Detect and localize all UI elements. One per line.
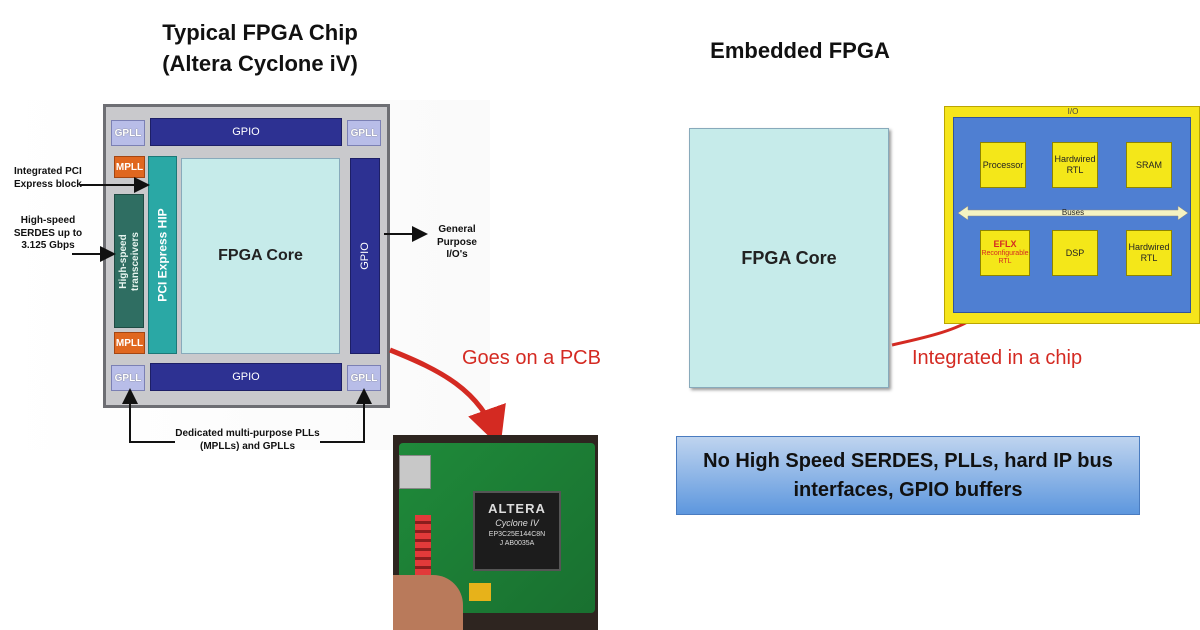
soc-hardwired-rtl-top: Hardwired RTL xyxy=(1052,142,1098,188)
pcb-chip-brand: ALTERA xyxy=(488,501,546,516)
right-title: Embedded FPGA xyxy=(710,38,890,63)
goes-on-pcb-label: Goes on a PCB xyxy=(462,347,601,369)
left-title-line1: Typical FPGA Chip xyxy=(162,20,358,45)
buses-label: Buses xyxy=(1061,208,1085,217)
left-title: Typical FPGA Chip (Altera Cyclone iV) xyxy=(115,18,405,80)
soc-eflx: EFLX Reconfigurable RTL xyxy=(980,230,1030,276)
label-serdes: High-speed SERDES up to 3.125 Gbps xyxy=(13,215,83,251)
gpll-top-right: GPLL xyxy=(347,120,381,146)
soc-dsp: DSP xyxy=(1052,230,1098,276)
gpio-top: GPIO xyxy=(150,118,342,146)
mpll-top: MPLL xyxy=(114,156,145,178)
pcb-header-pins xyxy=(415,515,431,585)
arrow-goes-on-pcb xyxy=(389,347,506,448)
soc-diagram: I/O Processor Hardwired RTL SRAM Buses E… xyxy=(944,106,1200,324)
fpga-core-embedded: FPGA Core xyxy=(689,128,889,388)
soc-processor: Processor xyxy=(980,142,1026,188)
left-title-line2: (Altera Cyclone iV) xyxy=(162,50,358,76)
integrated-in-chip-label: Integrated in a chip xyxy=(912,347,1083,369)
soc-sram: SRAM xyxy=(1126,142,1172,188)
pcb-chip: ALTERA Cyclone IV EP3C25E144C8N J AB0035… xyxy=(473,491,561,571)
mpll-bottom: MPLL xyxy=(114,332,145,354)
note-line1: No High Speed SERDES, PLLs, hard IP bus xyxy=(703,449,1113,472)
pcb-finger xyxy=(393,575,463,630)
gpio-right: GPIO xyxy=(350,158,380,354)
transceivers-block: High-speed transceivers xyxy=(114,194,144,328)
fpga-core-left: FPGA Core xyxy=(181,158,340,354)
eflx-subtitle: Reconfigurable RTL xyxy=(981,250,1029,266)
pci-express-hip: PCI Express HIP xyxy=(148,156,177,354)
arrow-plls-left xyxy=(122,388,175,443)
soc-hardwired-rtl-bottom: Hardwired RTL xyxy=(1126,230,1172,276)
eflx-title: EFLX xyxy=(993,239,1017,250)
label-pci-block: Integrated PCI Express block xyxy=(14,166,82,190)
note-box: No High Speed SERDES, PLLs, hard IP bus … xyxy=(676,436,1140,515)
arrow-plls-right xyxy=(320,388,372,443)
pcb-chip-family: Cyclone IV xyxy=(495,517,539,528)
fpga-chip-diagram: GPLL GPLL GPLL GPLL GPIO GPIO GPIO MPLL … xyxy=(0,100,490,452)
pcb-chip-part2: J AB0035A xyxy=(499,539,535,547)
label-dedicated-plls: Dedicated multi-purpose PLLs (MPLLs) and… xyxy=(175,428,320,452)
gpll-bottom-right: GPLL xyxy=(347,365,381,391)
soc-io-label: I/O xyxy=(1067,107,1079,116)
pcb-photo: ALTERA Cyclone IV EP3C25E144C8N J AB0035… xyxy=(393,435,598,630)
gpll-top-left: GPLL xyxy=(111,120,145,146)
soc-inner: Processor Hardwired RTL SRAM Buses EFLX … xyxy=(953,117,1191,313)
pcb-usb-connector xyxy=(399,455,431,489)
pcb-chip-part1: EP3C25E144C8N xyxy=(488,530,546,538)
pcb-capacitor xyxy=(469,583,491,601)
gpio-bottom: GPIO xyxy=(150,363,342,391)
soc-buses: Buses xyxy=(957,205,1189,221)
note-line2: interfaces, GPIO buffers xyxy=(793,478,1023,501)
label-general-io: General Purpose I/O's xyxy=(436,224,477,260)
